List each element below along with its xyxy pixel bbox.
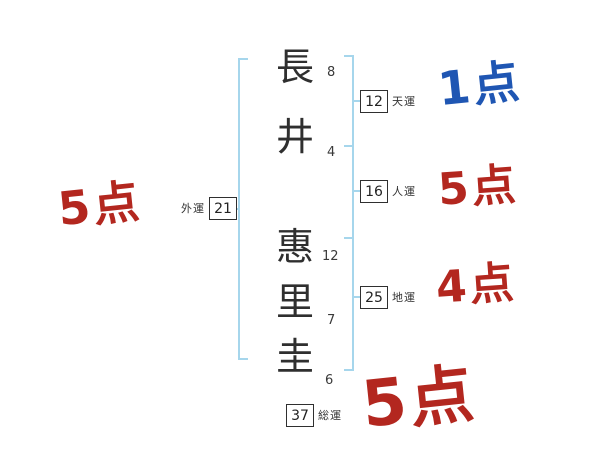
jinun-value-box: 16 bbox=[360, 180, 388, 203]
stroke-count-4: 7 bbox=[327, 313, 336, 328]
souun-value-box: 37 bbox=[286, 404, 314, 427]
tenun-score: 1点 bbox=[435, 53, 525, 117]
tenun-value-box: 12 bbox=[360, 90, 388, 113]
name-character-5: 圭 bbox=[276, 335, 315, 379]
stroke-count-3: 12 bbox=[322, 249, 339, 264]
gaiun-label: 外運 bbox=[181, 202, 205, 215]
bracket-chiun bbox=[344, 237, 354, 371]
stroke-count-5: 6 bbox=[325, 373, 334, 388]
chiun-score: 4点 bbox=[434, 257, 519, 314]
name-character-2: 井 bbox=[276, 115, 315, 159]
tick-tenun bbox=[352, 100, 360, 102]
souun-label: 総運 bbox=[318, 409, 342, 422]
chiun-label: 地運 bbox=[392, 291, 416, 304]
tick-chiun bbox=[352, 296, 360, 298]
name-character-3: 惠 bbox=[276, 225, 315, 269]
bracket-gaiun bbox=[238, 58, 248, 360]
gaiun-score: 5点 bbox=[55, 173, 145, 237]
bracket-jinun bbox=[344, 145, 354, 239]
name-character-1: 長 bbox=[276, 45, 315, 89]
souun-score: 5点 bbox=[358, 357, 481, 443]
jinun-label: 人運 bbox=[392, 185, 416, 198]
stroke-count-1: 8 bbox=[327, 65, 336, 80]
name-character-4: 里 bbox=[276, 280, 315, 324]
tick-jinun bbox=[352, 190, 360, 192]
chiun-value-box: 25 bbox=[360, 286, 388, 309]
tenun-label: 天運 bbox=[392, 95, 416, 108]
gaiun-value-box: 21 bbox=[209, 197, 237, 220]
stroke-count-2: 4 bbox=[327, 145, 336, 160]
jinun-score: 5点 bbox=[436, 159, 521, 216]
